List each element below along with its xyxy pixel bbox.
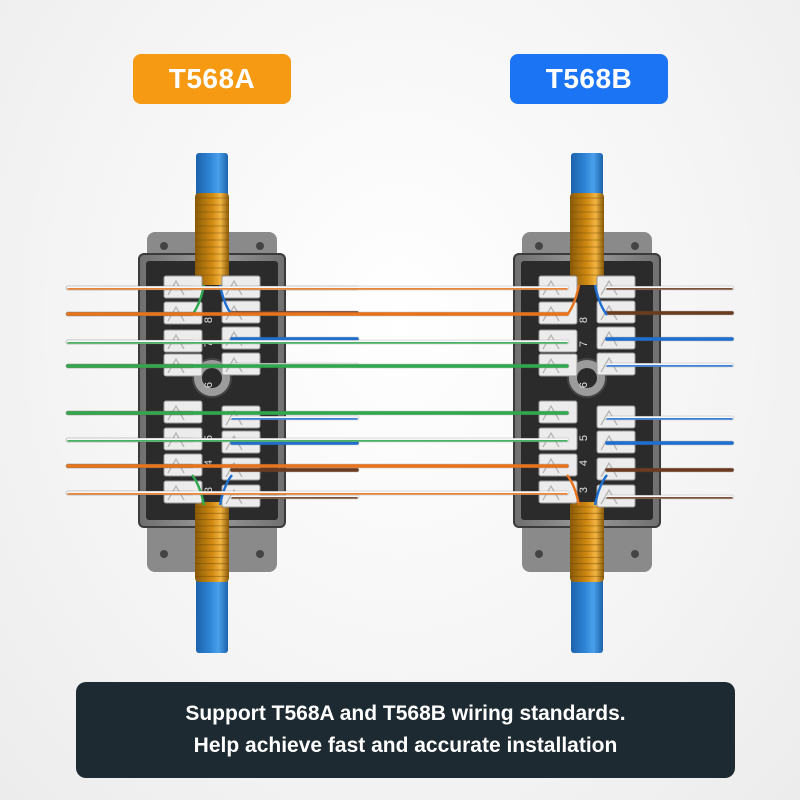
screw-hole-top-left bbox=[160, 242, 168, 250]
screw-hole-top-left bbox=[535, 242, 543, 250]
screw-hole-bottom-left bbox=[160, 550, 168, 558]
center-post-hole bbox=[577, 368, 597, 388]
pin-number-5: 5 bbox=[578, 435, 590, 441]
pin-number-7: 7 bbox=[203, 341, 215, 347]
screw-hole-top-right bbox=[631, 242, 639, 250]
screw-hole-bottom-right bbox=[256, 550, 264, 558]
pin-number-4: 4 bbox=[203, 460, 215, 466]
cable-bottom bbox=[196, 560, 228, 653]
wire-bend-top-right bbox=[593, 284, 608, 316]
boot-top bbox=[570, 193, 604, 285]
caption-line-2: Help achieve fast and accurate installat… bbox=[193, 734, 618, 757]
wire-bend-top-left bbox=[566, 284, 581, 316]
boot-bottom bbox=[195, 502, 229, 582]
screw-hole-bottom-left bbox=[535, 550, 543, 558]
pin-number-3: 3 bbox=[578, 487, 590, 493]
boot-top bbox=[195, 193, 229, 285]
wire-bend-bottom-left bbox=[191, 474, 206, 506]
pin-number-6: 6 bbox=[203, 382, 215, 388]
boot-bottom bbox=[570, 502, 604, 582]
wire-bend-bottom-left bbox=[566, 474, 581, 506]
pin-number-8: 8 bbox=[203, 317, 215, 323]
pin-number-6: 6 bbox=[578, 382, 590, 388]
pin-number-3: 3 bbox=[203, 487, 215, 493]
caption-box: Support T568A and T568B wiring standards… bbox=[76, 682, 735, 778]
coupler-t568b: 8 7 6 5 4 3 bbox=[65, 153, 735, 653]
t568b-badge: T568B bbox=[510, 54, 668, 104]
screw-hole-top-right bbox=[256, 242, 264, 250]
caption-line-1: Support T568A and T568B wiring standards… bbox=[185, 702, 626, 725]
wire-bend-bottom-right bbox=[593, 474, 608, 506]
t568a-badge: T568A bbox=[133, 54, 291, 104]
wire-bend-bottom-right bbox=[218, 474, 233, 506]
pin-number-4: 4 bbox=[578, 460, 590, 466]
center-post-hole bbox=[202, 368, 222, 388]
pin-number-5: 5 bbox=[203, 435, 215, 441]
pin-number-8: 8 bbox=[578, 317, 590, 323]
coupler-t568a: 8 7 6 5 4 3 bbox=[65, 153, 360, 653]
cable-bottom bbox=[571, 560, 603, 653]
screw-hole-bottom-right bbox=[631, 550, 639, 558]
pin-number-7: 7 bbox=[578, 341, 590, 347]
